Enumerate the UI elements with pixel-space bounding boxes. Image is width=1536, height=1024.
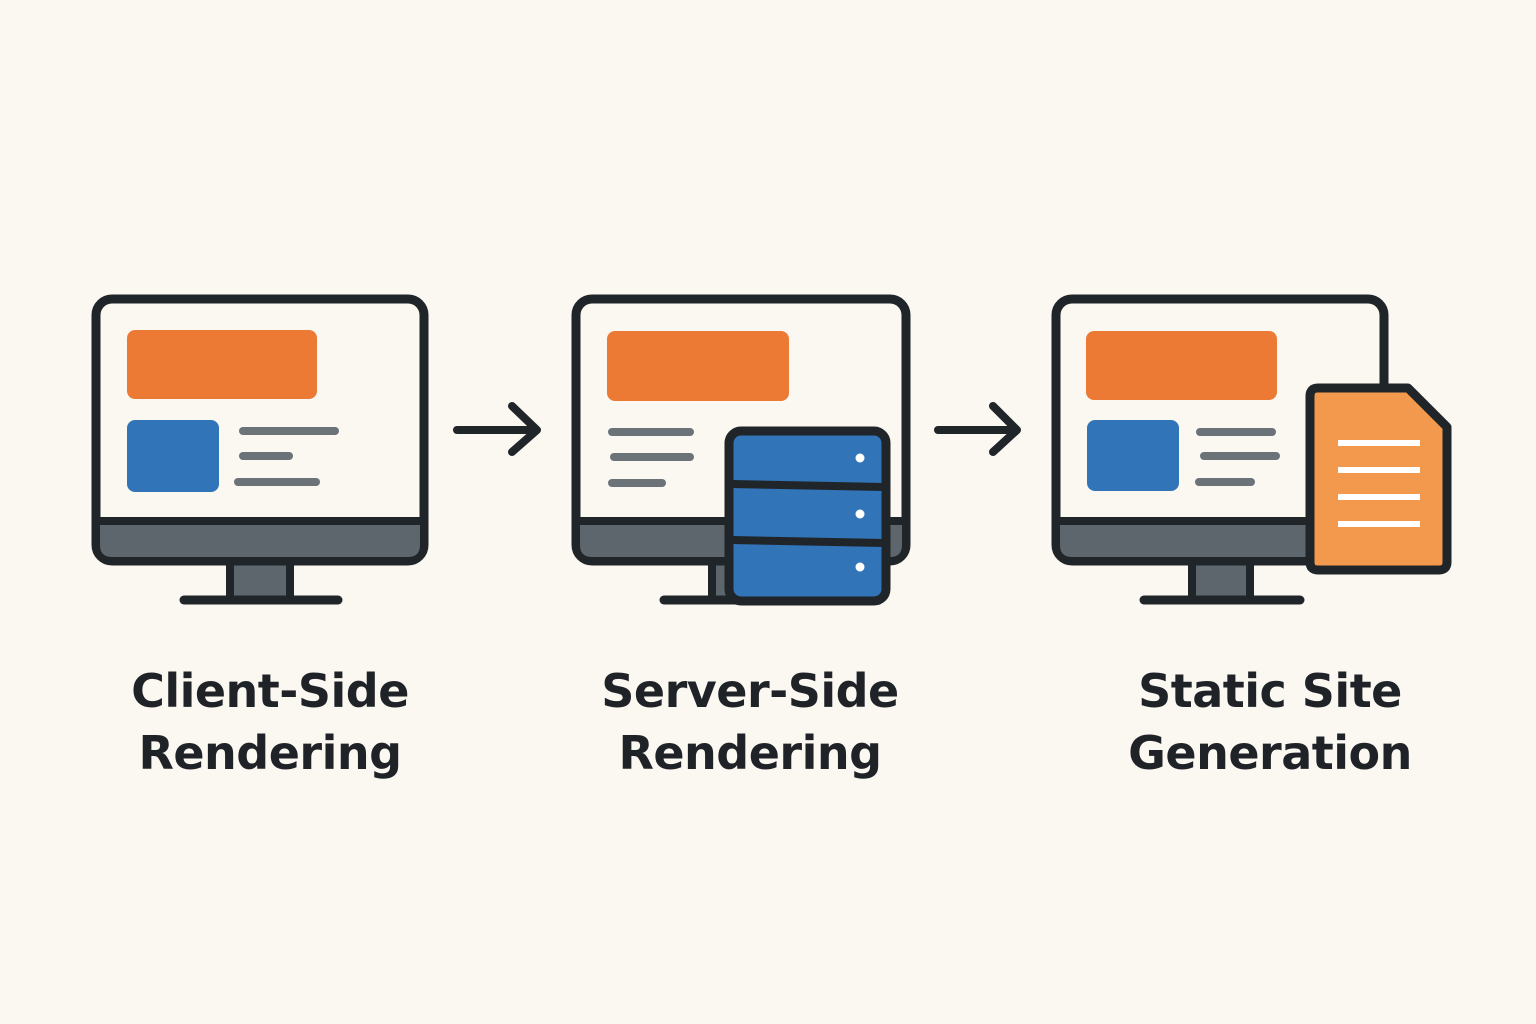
image-block [127,420,219,492]
text-lines [234,427,339,486]
label-line: Rendering [138,726,402,780]
image-block [1087,420,1179,491]
step-label-server-side-rendering: Server-Side Rendering [540,660,960,784]
arrow-right-icon [453,402,541,456]
label-line: Static Site [1138,664,1402,718]
server-stack-icon [724,426,891,606]
step-label-client-side-rendering: Client-Side Rendering [60,660,480,784]
label-line: Server-Side [601,664,899,718]
header-block [127,330,317,399]
csr-monitor-icon [91,294,429,605]
arrow-right-icon [934,402,1021,456]
text-lines [608,428,694,487]
ssg-monitor-icon [1051,294,1389,605]
label-line: Rendering [618,726,882,780]
step-label-static-site-generation: Static Site Generation [1060,660,1480,784]
label-line: Client-Side [131,664,409,718]
header-block [607,331,789,401]
label-line: Generation [1128,726,1412,780]
text-lines [1195,428,1280,486]
document-icon [1305,383,1452,575]
header-block [1086,331,1277,400]
